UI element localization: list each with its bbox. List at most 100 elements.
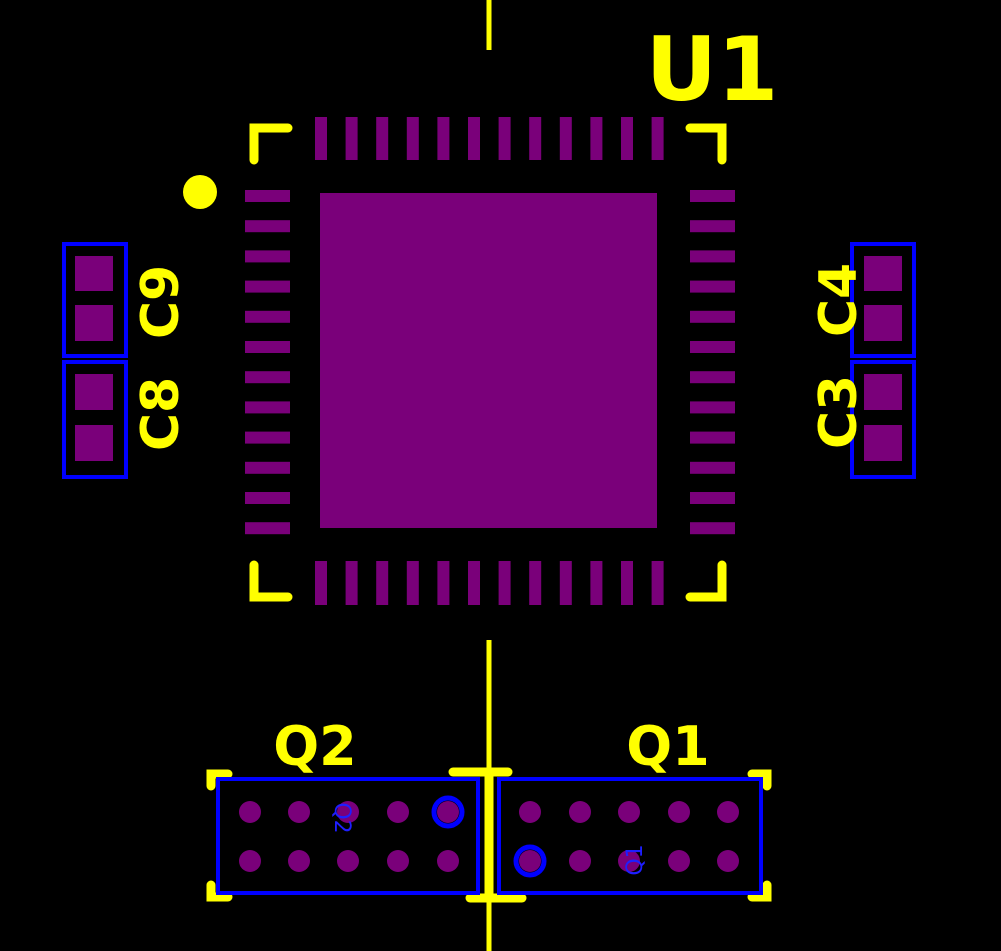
header-pin[interactable]	[519, 801, 541, 823]
pin1-ring	[431, 795, 465, 829]
u1-pad-top[interactable]	[529, 117, 542, 160]
header-pin[interactable]	[618, 850, 640, 872]
u1-pad-left[interactable]	[245, 280, 290, 293]
u1-pad-left[interactable]	[245, 522, 290, 535]
component-q2[interactable]: Q2 Q2	[216, 715, 480, 895]
u1-pad-right[interactable]	[690, 431, 735, 444]
c8-pad-1[interactable]	[75, 374, 113, 410]
u1-pad-right[interactable]	[690, 341, 735, 353]
u1-pad-right[interactable]	[690, 371, 735, 384]
u1-pad-bottom[interactable]	[590, 561, 603, 605]
q2-ref-text: Q2	[329, 802, 354, 833]
u1-pad-bottom[interactable]	[315, 561, 327, 605]
header-pin[interactable]	[387, 850, 409, 872]
u1-pad-top[interactable]	[651, 117, 664, 160]
u1-pad-top[interactable]	[590, 117, 603, 160]
c3-pad-1[interactable]	[864, 374, 902, 410]
c9-label: C9	[131, 265, 191, 339]
u1-pad-right[interactable]	[690, 522, 735, 535]
u1-pad-bottom[interactable]	[621, 561, 633, 605]
component-c3[interactable]: C3	[809, 360, 916, 479]
c4-label: C4	[809, 263, 869, 337]
header-pin[interactable]	[618, 801, 640, 823]
u1-pad-top[interactable]	[376, 117, 389, 160]
u1-pad-left[interactable]	[245, 250, 290, 263]
u1-pad-right[interactable]	[690, 190, 735, 202]
component-c9[interactable]: C9	[62, 242, 191, 358]
c3-pad-2[interactable]	[864, 425, 902, 461]
component-u1[interactable]: U1	[183, 18, 778, 605]
c8-outline	[62, 360, 128, 479]
c3-outline	[850, 360, 916, 479]
header-pin[interactable]	[288, 801, 310, 823]
u1-pad-bottom[interactable]	[651, 561, 664, 605]
c9-pad-2[interactable]	[75, 305, 113, 341]
u1-pad-right[interactable]	[690, 220, 735, 233]
header-pin[interactable]	[668, 850, 690, 872]
u1-pad-right[interactable]	[690, 401, 735, 414]
u1-pad-right[interactable]	[690, 492, 735, 504]
q1-label: Q1	[626, 715, 709, 778]
c8-label: C8	[131, 377, 191, 451]
header-pin[interactable]	[519, 850, 541, 872]
header-pin[interactable]	[668, 801, 690, 823]
header-pin[interactable]	[288, 850, 310, 872]
u1-pad-left[interactable]	[245, 492, 290, 504]
header-pin[interactable]	[717, 850, 739, 872]
u1-pad-bottom[interactable]	[559, 561, 572, 605]
u1-pad-left[interactable]	[245, 461, 290, 474]
u1-pad-top[interactable]	[468, 117, 480, 160]
u1-pad-right[interactable]	[690, 310, 735, 323]
u1-exposed-pad[interactable]	[320, 193, 657, 528]
header-pin[interactable]	[387, 801, 409, 823]
u1-pad-left[interactable]	[245, 220, 290, 233]
c4-pad-2[interactable]	[864, 305, 902, 341]
u1-pad-bottom[interactable]	[345, 561, 358, 605]
header-pin[interactable]	[239, 850, 261, 872]
u1-pad-left[interactable]	[245, 431, 290, 444]
q1-outline	[497, 777, 763, 895]
header-pin[interactable]	[337, 850, 359, 872]
u1-label: U1	[646, 18, 779, 121]
pin1-marker	[183, 175, 217, 209]
u1-pad-left[interactable]	[245, 341, 290, 353]
u1-pad-left[interactable]	[245, 401, 290, 414]
header-corner-marks	[206, 767, 772, 903]
u1-corner-brackets	[249, 123, 727, 602]
component-q1[interactable]: Q1 Q1	[497, 715, 763, 895]
header-pin[interactable]	[437, 801, 459, 823]
u1-pad-bottom[interactable]	[406, 561, 419, 605]
u1-pad-top[interactable]	[315, 117, 327, 160]
header-pin[interactable]	[569, 850, 591, 872]
header-pin[interactable]	[717, 801, 739, 823]
q2-outline	[216, 777, 480, 895]
u1-pad-right[interactable]	[690, 250, 735, 263]
u1-pad-bottom[interactable]	[468, 561, 480, 605]
u1-pad-right[interactable]	[690, 461, 735, 474]
u1-pad-top[interactable]	[406, 117, 419, 160]
header-pin[interactable]	[337, 801, 359, 823]
c8-pad-2[interactable]	[75, 425, 113, 461]
q2-label: Q2	[273, 715, 356, 778]
component-c8[interactable]: C8	[62, 360, 191, 479]
u1-pad-bottom[interactable]	[529, 561, 542, 605]
u1-pad-left[interactable]	[245, 190, 290, 202]
u1-pad-top[interactable]	[498, 117, 511, 160]
u1-pad-bottom[interactable]	[437, 561, 450, 605]
u1-pad-top[interactable]	[621, 117, 633, 160]
u1-pad-bottom[interactable]	[498, 561, 511, 605]
u1-pad-top[interactable]	[437, 117, 450, 160]
header-pin[interactable]	[569, 801, 591, 823]
u1-pad-left[interactable]	[245, 310, 290, 323]
c4-pad-1[interactable]	[864, 256, 902, 291]
header-pin[interactable]	[239, 801, 261, 823]
header-pin[interactable]	[437, 850, 459, 872]
u1-pad-top[interactable]	[559, 117, 572, 160]
u1-pad-left[interactable]	[245, 371, 290, 384]
u1-pad-bottom[interactable]	[376, 561, 389, 605]
c9-pad-1[interactable]	[75, 256, 113, 291]
u1-pad-right[interactable]	[690, 280, 735, 293]
u1-pad-top[interactable]	[345, 117, 358, 160]
component-c4[interactable]: C4	[809, 242, 916, 358]
